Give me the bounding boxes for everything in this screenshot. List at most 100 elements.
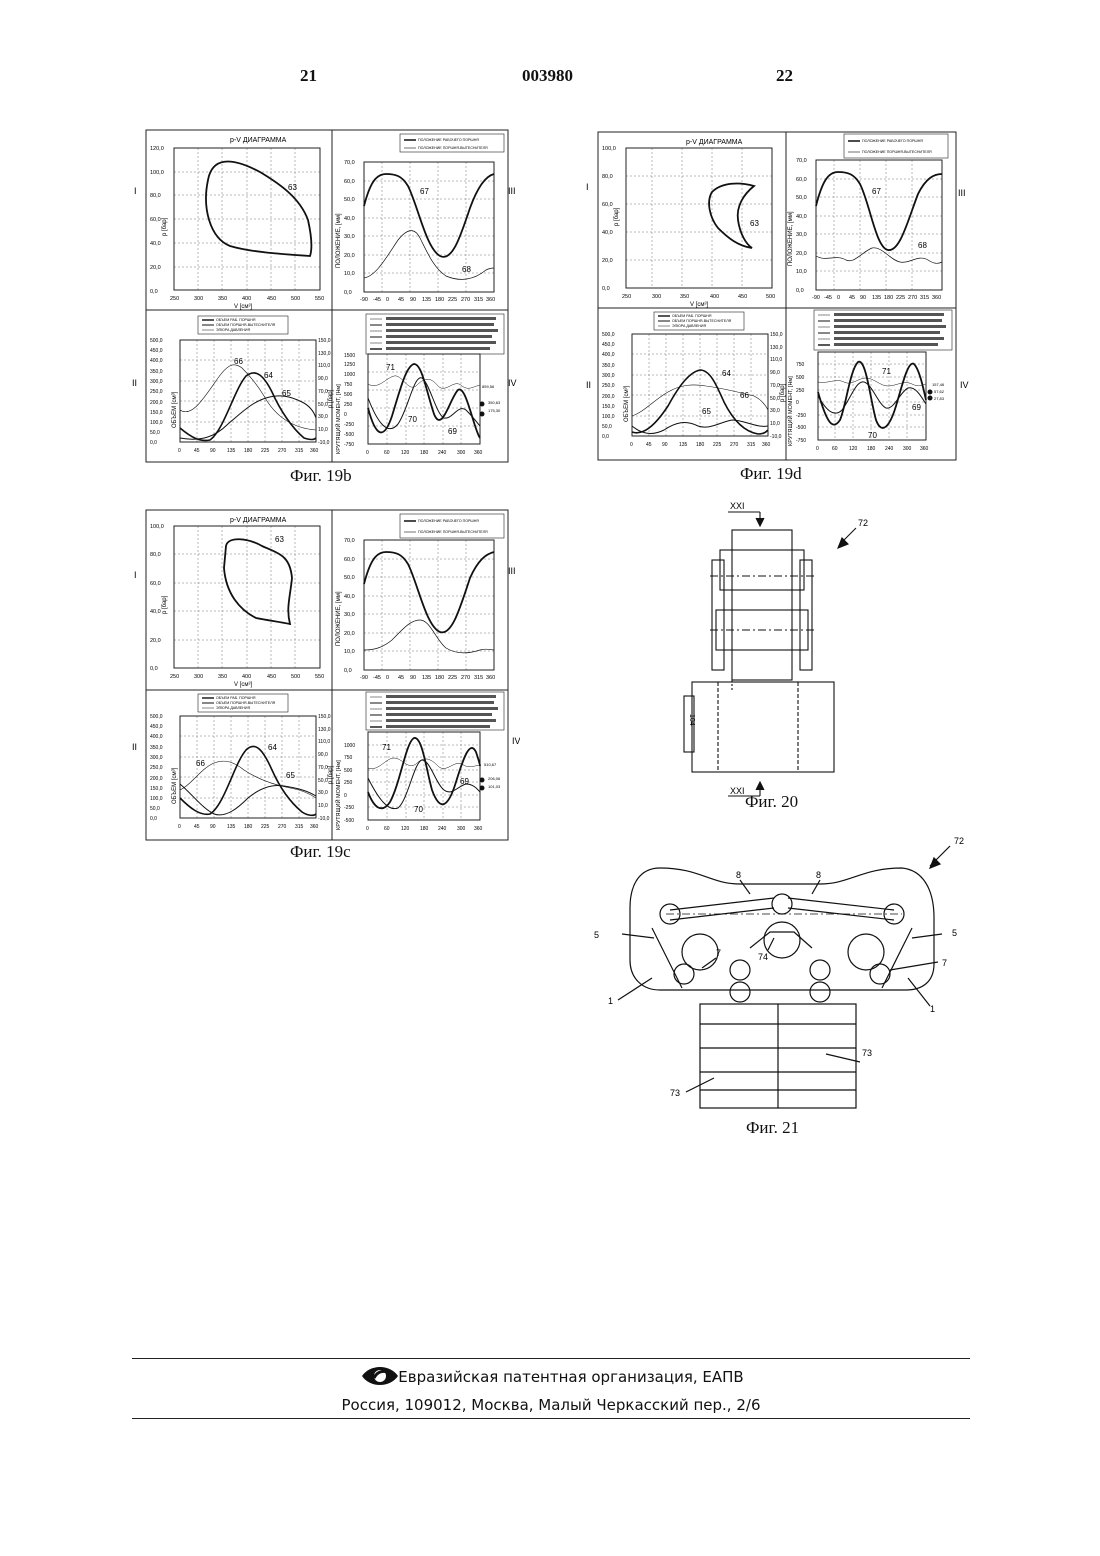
ref-8-left: 8: [736, 870, 741, 880]
panel-label-I: I: [134, 570, 137, 580]
tick: 225: [448, 297, 457, 303]
tick: 360: [486, 675, 495, 681]
ref-7-left: 7: [716, 948, 721, 958]
tick: 20,0: [344, 253, 355, 259]
tick: 80,0: [150, 552, 161, 558]
tick: 240: [438, 826, 447, 832]
tick: 60,0: [602, 202, 613, 208]
tick: 1250: [344, 362, 355, 368]
tick: 350: [680, 294, 689, 300]
page-number-right: 22: [776, 66, 793, 86]
ref-5-right: 5: [952, 928, 957, 938]
tick: 240: [885, 446, 894, 452]
pv-title: p-V ДИАГРАММА: [230, 137, 287, 144]
tick: 360: [932, 295, 941, 301]
tick: 0,0: [602, 286, 610, 292]
tick: 130,0: [770, 345, 783, 351]
tick: 90: [410, 675, 416, 681]
tick: 250,0: [150, 765, 163, 771]
tick: 20,0: [150, 265, 161, 271]
tick: 70,0: [318, 389, 328, 395]
ref-5-left: 5: [594, 930, 599, 940]
tick: 10,0: [318, 803, 328, 809]
ref-64: 64: [268, 743, 277, 752]
section-mark-top: XXI: [730, 501, 745, 511]
tick: 30,0: [770, 408, 780, 414]
tick: 20,0: [602, 258, 613, 264]
ref-71: 71: [382, 743, 391, 752]
tick: 45: [646, 442, 652, 448]
legend-vol-work: ОБЪЕМ РАБ. ПОРШНЯ: [672, 314, 712, 318]
tick: 60,0: [796, 177, 807, 183]
tick: 0: [630, 442, 633, 448]
tick: 120,0: [150, 146, 164, 152]
pv-xlabel: V [см³]: [690, 302, 708, 308]
legend-displacer: ПОЛОЖЕНИЕ ПОРШНЯ-ВЫТЕСНИТЕЛЯ: [418, 146, 488, 150]
tick: -500: [796, 425, 806, 431]
tick: 300,0: [150, 755, 163, 761]
tick: 500: [291, 296, 300, 302]
tick: 100,0: [602, 146, 616, 152]
tick: 180: [435, 675, 444, 681]
tick: 20,0: [796, 251, 807, 257]
tick: 180: [244, 824, 253, 830]
page-number-left: 21: [300, 66, 317, 86]
ref-65: 65: [702, 407, 711, 416]
tick: 360: [920, 446, 929, 452]
tick: 300: [194, 674, 203, 680]
tick: 60,0: [344, 557, 355, 563]
panel-label-IV: IV: [512, 736, 520, 746]
footer-rule-bottom: [132, 1418, 970, 1419]
tick: 100,0: [150, 170, 164, 176]
legend-vol-disp: ОБЪЕМ ПОРШНЯ-ВЫТЕСНИТЕЛЯ: [672, 319, 732, 323]
tick: -45: [373, 297, 381, 303]
caption-fig19b: Фиг. 19b: [290, 466, 352, 486]
legend-vol-disp: ОБЪЕМ ПОРШНЯ-ВЫТЕСНИТЕЛЯ: [216, 323, 276, 327]
ref-64: 64: [264, 371, 273, 380]
tick: 1500: [344, 353, 355, 359]
document-number: 003980: [522, 66, 573, 86]
tick: 110,0: [318, 739, 330, 745]
tick: 90: [860, 295, 866, 301]
tick: 30,0: [796, 232, 807, 238]
caption-fig21: Фиг. 21: [746, 1118, 799, 1138]
tick: 180: [420, 450, 429, 456]
ref-69: 69: [460, 777, 469, 786]
panel-label-IV: IV: [508, 378, 517, 388]
tick: 270: [461, 675, 470, 681]
vol-ylabel: ОБЪЕМ [см³]: [624, 385, 630, 422]
tick: 50,0: [150, 806, 160, 812]
panel-label-III: III: [508, 566, 516, 576]
tick: 50,0: [602, 424, 612, 430]
tick: 70,0: [344, 160, 355, 166]
tick: 270: [278, 448, 287, 454]
tick: 315: [474, 675, 483, 681]
ref-72: 72: [954, 836, 964, 846]
tick: 150,0: [150, 410, 163, 416]
tick: 360: [310, 448, 319, 454]
tick: 0,0: [344, 290, 352, 296]
legend-pressure: ЭПЮРА ДАВЛЕНИЯ: [672, 324, 706, 328]
ref-66: 66: [740, 391, 749, 400]
vol-ylabel: ОБЪЕМ [см³]: [172, 767, 178, 804]
legend-pressure: ЭПЮРА ДАВЛЕНИЯ: [216, 328, 250, 332]
tick: 0: [386, 675, 389, 681]
tick: 400: [242, 674, 251, 680]
ref-63: 63: [750, 219, 759, 228]
tick: 550: [315, 674, 324, 680]
panel-label-II: II: [132, 378, 137, 388]
tick: 450,0: [150, 348, 163, 354]
tick: 30,0: [344, 234, 355, 240]
tick: -750: [344, 442, 354, 448]
tick: 225: [261, 824, 270, 830]
torque-value: 859,56: [482, 384, 495, 389]
legend-work-piston: ПОЛОЖЕНИЕ РАБОЧЕГО ПОРШНЯ: [862, 139, 923, 143]
pos-ylabel: ПОЛОЖЕНИЕ, [мм]: [788, 211, 794, 266]
caption-fig19c: Фиг. 19c: [290, 842, 351, 862]
tick: 120: [849, 446, 858, 452]
tick: -90: [360, 297, 368, 303]
footer-organization: Евразийская патентная организация, ЕАПВ: [132, 1368, 970, 1386]
tick: 10,0: [344, 649, 355, 655]
tick: 50,0: [344, 575, 355, 581]
tick: -45: [373, 675, 381, 681]
